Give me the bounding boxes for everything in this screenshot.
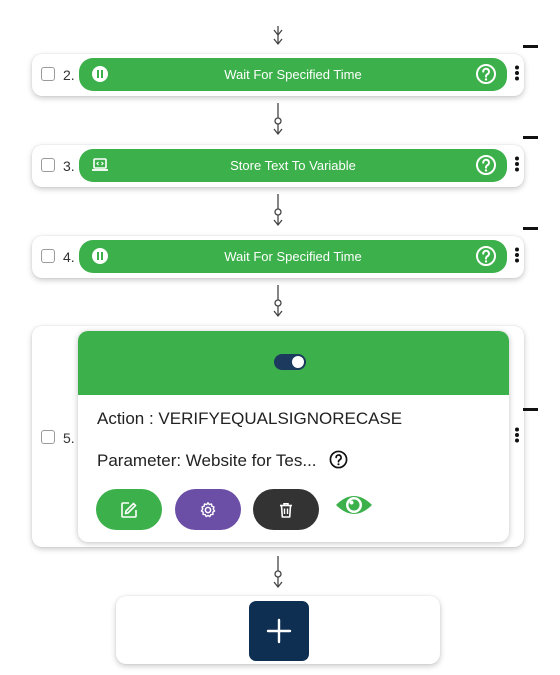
step-title: Wait For Specified Time bbox=[224, 67, 362, 82]
step-number: 3. bbox=[63, 158, 75, 174]
step-card: 4. Wait For Specified Time bbox=[32, 236, 524, 278]
add-step-card bbox=[116, 596, 440, 664]
parameter-label: Parameter: Website for Tes... bbox=[97, 451, 317, 470]
step-header[interactable]: Wait For Specified Time bbox=[79, 240, 507, 273]
more-options-icon[interactable] bbox=[514, 156, 520, 172]
more-options-icon[interactable] bbox=[514, 247, 520, 263]
help-icon[interactable] bbox=[475, 245, 497, 267]
pause-icon bbox=[92, 66, 108, 82]
collapse-handle[interactable] bbox=[523, 45, 538, 48]
collapse-handle[interactable] bbox=[523, 136, 538, 139]
step-checkbox[interactable] bbox=[41, 249, 55, 263]
step-checkbox[interactable] bbox=[41, 67, 55, 81]
action-label: Action : VERIFYEQUALSIGNORECASE bbox=[97, 409, 403, 428]
step-header[interactable]: Wait For Specified Time bbox=[79, 58, 507, 91]
laptop-code-icon bbox=[92, 158, 108, 171]
step-checkbox[interactable] bbox=[41, 430, 55, 444]
step-number: 4. bbox=[63, 249, 75, 265]
enable-toggle[interactable] bbox=[274, 354, 306, 370]
connector-arrow bbox=[270, 26, 286, 46]
gear-icon bbox=[200, 502, 216, 518]
step-header[interactable]: Store Text To Variable bbox=[79, 149, 507, 182]
step-title: Wait For Specified Time bbox=[224, 249, 362, 264]
help-icon[interactable] bbox=[329, 450, 348, 469]
step-card: 2. Wait For Specified Time bbox=[32, 54, 524, 96]
connector-arrow bbox=[270, 556, 286, 590]
parameter-row: Parameter: Website for Tes... bbox=[97, 450, 348, 471]
collapse-handle[interactable] bbox=[523, 227, 538, 230]
help-icon[interactable] bbox=[475, 154, 497, 176]
step-number: 5. bbox=[63, 430, 75, 446]
pause-icon bbox=[92, 248, 108, 264]
step-title: Store Text To Variable bbox=[230, 158, 356, 173]
connector-arrow bbox=[270, 103, 286, 137]
help-icon[interactable] bbox=[475, 63, 497, 85]
step-card: 3. Store Text To Variable bbox=[32, 145, 524, 187]
add-step-button[interactable] bbox=[249, 601, 309, 661]
step-detail-panel: Action : VERIFYEQUALSIGNORECASE Paramete… bbox=[78, 331, 509, 542]
eye-icon[interactable] bbox=[334, 491, 374, 521]
delete-button[interactable] bbox=[253, 489, 319, 530]
settings-button[interactable] bbox=[175, 489, 241, 530]
more-options-icon[interactable] bbox=[514, 427, 520, 443]
connector-arrow bbox=[270, 285, 286, 319]
plus-icon bbox=[266, 618, 292, 644]
trash-icon bbox=[280, 503, 292, 518]
collapse-handle[interactable] bbox=[523, 408, 538, 411]
more-options-icon[interactable] bbox=[514, 65, 520, 81]
edit-icon bbox=[121, 502, 137, 518]
step-checkbox[interactable] bbox=[41, 158, 55, 172]
step-number: 2. bbox=[63, 67, 75, 83]
step-detail-header bbox=[78, 331, 509, 395]
connector-arrow bbox=[270, 194, 286, 228]
edit-button[interactable] bbox=[96, 489, 162, 530]
toggle-knob bbox=[292, 356, 304, 368]
